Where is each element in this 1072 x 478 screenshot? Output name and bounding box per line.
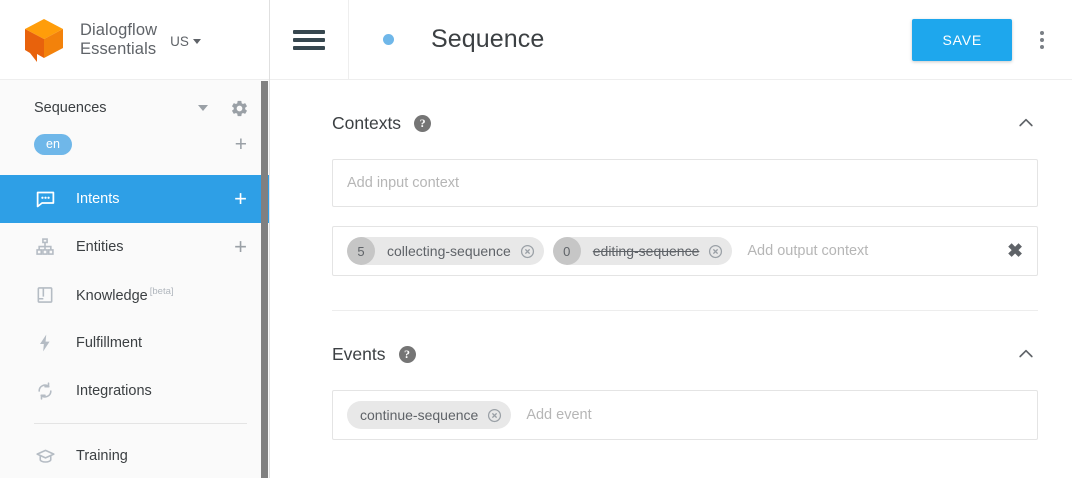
contexts-collapse-chevron-up-icon[interactable] (1016, 113, 1036, 133)
sidebar-item-integrations[interactable]: Integrations (0, 367, 269, 415)
contexts-header: Contexts ? (332, 106, 1038, 140)
input-context-placeholder: Add input context (347, 175, 460, 191)
sidebar-item-knowledge[interactable]: Knowledge[beta] (0, 271, 269, 319)
add-language-plus-icon[interactable]: + (234, 132, 247, 156)
chip-label: collecting-sequence (387, 243, 511, 259)
save-button[interactable]: SAVE (912, 18, 1012, 61)
training-graduation-cap-icon (34, 445, 56, 467)
events-collapse-chevron-up-icon[interactable] (1016, 344, 1036, 364)
brand-name: Dialogflow Essentials (80, 21, 157, 59)
sidebar-item-training[interactable]: Training (0, 432, 269, 478)
help-circle-icon[interactable]: ? (414, 114, 432, 132)
kebab-menu-icon[interactable] (1024, 20, 1060, 60)
caret-down-icon[interactable] (198, 105, 208, 111)
brand-name-line1: Dialogflow (80, 20, 158, 39)
dialogflow-cube-logo (22, 17, 66, 63)
content-area: Contexts ? Add input context 5 co (270, 80, 1072, 440)
knowledge-book-icon (34, 284, 56, 306)
sidebar-item-entities[interactable]: Entities + (0, 223, 269, 271)
contexts-section: Contexts ? Add input context 5 co (332, 80, 1038, 311)
chip-label: editing-sequence (592, 243, 700, 259)
input-context-field[interactable]: Add input context (332, 159, 1038, 207)
top-bar: Sequence SAVE (270, 0, 1072, 80)
sidebar-item-label: Training (76, 448, 128, 464)
brand-header[interactable]: Dialogflow Essentials US (0, 0, 269, 80)
agent-name: Sequences (34, 100, 107, 116)
sidebar-scrollbar[interactable] (261, 81, 268, 478)
chip-remove-icon[interactable] (487, 408, 502, 423)
toolbar-separator (348, 0, 349, 80)
event-chip[interactable]: continue-sequence (347, 401, 512, 429)
sidebar-item-label: Intents (76, 191, 120, 207)
clear-x-icon[interactable]: ✖ (1007, 240, 1023, 262)
region-label: US (170, 34, 189, 49)
integrations-sync-icon (34, 380, 56, 402)
main-panel: Sequence SAVE Contexts ? (270, 0, 1072, 478)
events-header: Events ? (332, 337, 1038, 371)
section-divider (332, 310, 1038, 311)
output-context-chip[interactable]: 5 collecting-sequence (347, 237, 544, 265)
knowledge-label-text: Knowledge (76, 287, 148, 304)
events-title: Events (332, 343, 386, 364)
brand-name-line2: Essentials (80, 39, 157, 58)
output-context-chip[interactable]: 0 editing-sequence (552, 237, 733, 265)
events-section: Events ? continue-sequence (332, 311, 1038, 440)
entities-hierarchy-icon (34, 236, 56, 258)
output-context-placeholder: Add output context (747, 243, 869, 259)
intents-speech-bubble-icon (34, 188, 56, 210)
beta-badge: [beta] (149, 286, 174, 298)
sidebar-item-label: Integrations (76, 383, 152, 399)
sidebar-divider (34, 423, 247, 424)
sidebar-nav: Intents + Entities + (0, 175, 269, 478)
add-intent-plus-icon[interactable]: + (234, 186, 247, 211)
add-entity-plus-icon[interactable]: + (234, 234, 247, 259)
events-field[interactable]: continue-sequence Add event (332, 390, 1038, 440)
output-context-field[interactable]: 5 collecting-sequence 0 editing-sequence (332, 226, 1038, 276)
chip-lifespan-count: 0 (552, 237, 581, 265)
caret-down-icon (192, 39, 201, 44)
events-placeholder: Add event (526, 407, 592, 423)
region-selector[interactable]: US (170, 34, 201, 49)
fulfillment-bolt-icon (34, 332, 56, 354)
sidebar-item-intents[interactable]: Intents + (0, 175, 269, 223)
language-pill-en[interactable]: en (34, 133, 72, 155)
gear-icon[interactable] (230, 99, 249, 118)
sidebar-item-label: Entities (76, 239, 124, 255)
language-row: en + (0, 127, 269, 161)
sidebar-item-label: Fulfillment (76, 335, 143, 351)
chip-remove-icon[interactable] (708, 244, 723, 259)
contexts-title: Contexts (332, 112, 402, 133)
sidebar-item-fulfillment[interactable]: Fulfillment (0, 319, 269, 367)
chip-label: continue-sequence (360, 407, 479, 423)
chip-lifespan-count: 5 (347, 237, 375, 265)
sidebar: Dialogflow Essentials US Sequences en + (0, 0, 270, 478)
hamburger-menu-icon[interactable] (293, 29, 325, 50)
page-title: Sequence (431, 25, 545, 53)
agent-selector[interactable]: Sequences (0, 89, 269, 127)
help-circle-icon[interactable]: ? (398, 345, 416, 363)
sidebar-item-label: Knowledge[beta] (76, 286, 247, 304)
status-dot-icon (383, 34, 394, 45)
chip-remove-icon[interactable] (520, 244, 535, 259)
